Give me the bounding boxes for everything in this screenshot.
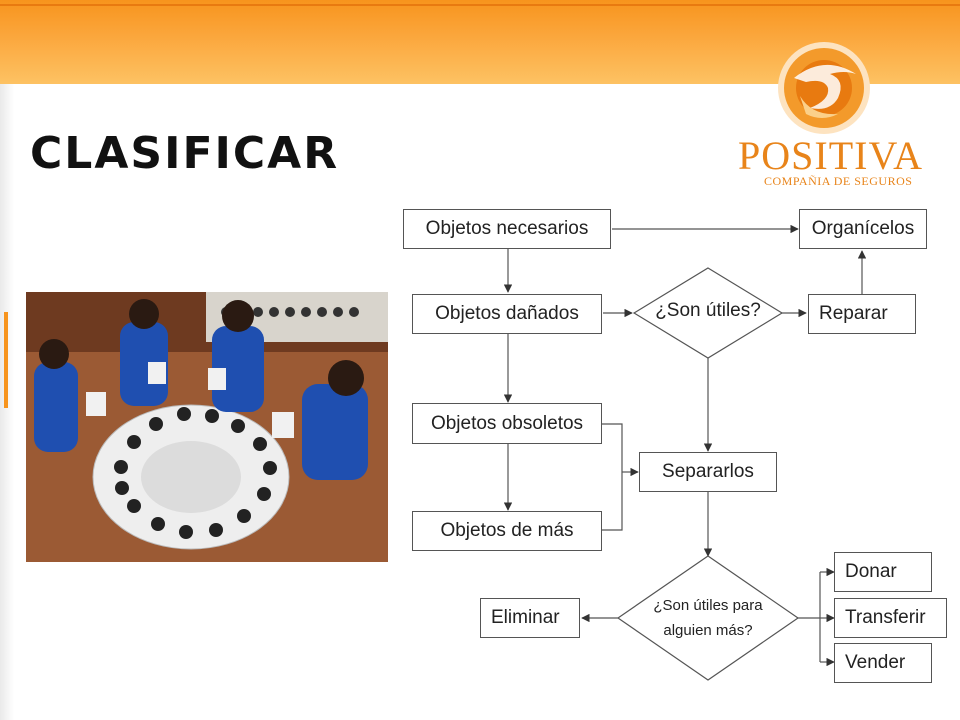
decision-otros-label-2: alguien más? <box>663 622 753 639</box>
slide-title: CLASIFICAR <box>30 128 340 179</box>
positiva-logo: POSITIVA COMPAÑIA DE SEGUROS <box>734 40 924 190</box>
node-objetos-necesarios: Objetos necesarios <box>403 209 611 249</box>
node-objetos-obsoletos: Objetos obsoletos <box>412 403 602 444</box>
node-objetos-danados: Objetos dañados <box>412 294 602 334</box>
decision-diamond-utiles <box>632 267 784 359</box>
node-donar: Donar <box>834 552 932 592</box>
decision-otros-label-1: ¿Son útiles para <box>653 597 763 614</box>
header-banner <box>0 0 960 84</box>
node-eliminar: Eliminar <box>480 598 580 638</box>
node-objetos-de-mas: Objetos de más <box>412 511 602 551</box>
node-organicelos: Organícelos <box>799 209 927 249</box>
accent-bar <box>4 312 8 408</box>
decision-utiles-label: ¿Son útiles? <box>655 300 761 321</box>
node-transferir: Transferir <box>834 598 947 638</box>
brand-name: POSITIVA <box>738 133 924 178</box>
brand-subtitle: COMPAÑIA DE SEGUROS <box>764 174 913 188</box>
decision-diamond-otros <box>616 555 800 681</box>
node-vender: Vender <box>834 643 932 683</box>
logo-emblem-icon <box>778 42 870 134</box>
node-reparar: Reparar <box>808 294 916 334</box>
node-separarlos: Separarlos <box>639 452 777 492</box>
team-photo <box>26 292 388 562</box>
